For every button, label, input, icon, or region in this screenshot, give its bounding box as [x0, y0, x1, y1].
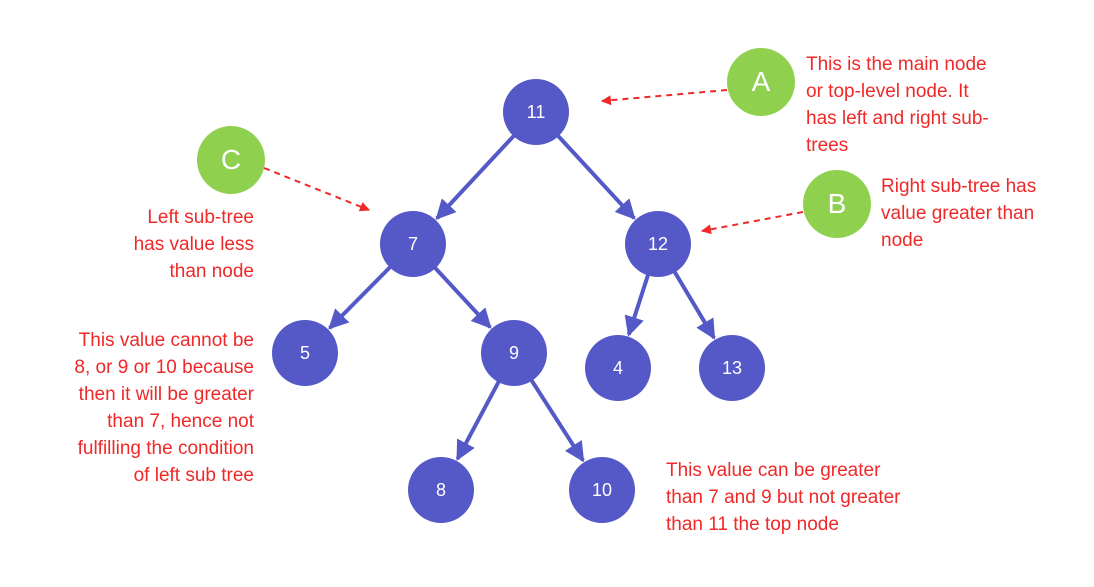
marker-c: C — [197, 126, 265, 194]
tree-node-13: 13 — [699, 335, 765, 401]
note-left-value-line: This value cannot be — [78, 330, 254, 351]
note-right-value-line: than 7 and 9 but not greater — [666, 487, 901, 508]
marker-b: B — [803, 170, 871, 238]
tree-edge-9-8 — [455, 379, 502, 461]
note-a-line: or top-level node. It — [806, 81, 969, 102]
marker-a: A — [727, 48, 795, 116]
note-right-value-line: than 11 the top node — [666, 514, 839, 535]
tree-node-9: 9 — [481, 320, 547, 386]
tree-edge-12-4 — [624, 272, 651, 337]
note-b-line: node — [881, 230, 924, 251]
note-a-line: trees — [806, 135, 849, 156]
tree-edge-7-5 — [328, 264, 393, 330]
tree-node-5: 5 — [272, 320, 338, 386]
tree-edge-9-10 — [529, 378, 585, 463]
tree-node-11: 11 — [503, 79, 569, 145]
note-left-value-line: than 7, hence not — [107, 411, 254, 432]
tree-edge-7-9 — [432, 265, 492, 329]
tree-node-7: 7 — [380, 211, 446, 277]
note-c-line: has value less — [133, 234, 254, 255]
note-b-line: value greater than — [881, 203, 1035, 224]
note-a: This is the main node or top-level node.… — [806, 51, 989, 159]
note-left-value: This value cannot be 8, or 9 or 10 becau… — [74, 327, 254, 489]
tree-node-10: 10 — [569, 457, 635, 523]
tree-edge-11-12 — [555, 133, 636, 220]
note-c: Left sub-tree has value less than node — [134, 204, 254, 285]
note-a-line: has left and right sub- — [806, 108, 989, 129]
note-b: Right sub-tree has value greater than no… — [881, 173, 1036, 254]
note-left-value-line: then it will be greater — [78, 384, 254, 405]
pointer-arrow-c — [263, 167, 370, 212]
note-b-line: Right sub-tree has — [881, 176, 1037, 197]
tree-node-8: 8 — [408, 457, 474, 523]
note-left-value-line: of left sub tree — [133, 465, 254, 486]
note-c-line: than node — [169, 261, 254, 282]
tree-node-4: 4 — [585, 335, 651, 401]
tree-node-12: 12 — [625, 211, 691, 277]
note-right-value: This value can be greater than 7 and 9 b… — [666, 457, 901, 538]
note-left-value-line: 8, or 9 or 10 because — [74, 357, 254, 378]
note-right-value-line: This value can be greater — [666, 460, 881, 481]
pointer-arrow-a — [601, 89, 728, 106]
pointer-arrow-b — [701, 211, 804, 235]
note-left-value-line: fulfilling the condition — [77, 438, 254, 459]
tree-edge-12-13 — [672, 269, 716, 340]
note-a-line: This is the main node — [806, 54, 987, 75]
note-c-line: Left sub-tree — [147, 207, 254, 228]
tree-edge-11-7 — [435, 133, 517, 220]
